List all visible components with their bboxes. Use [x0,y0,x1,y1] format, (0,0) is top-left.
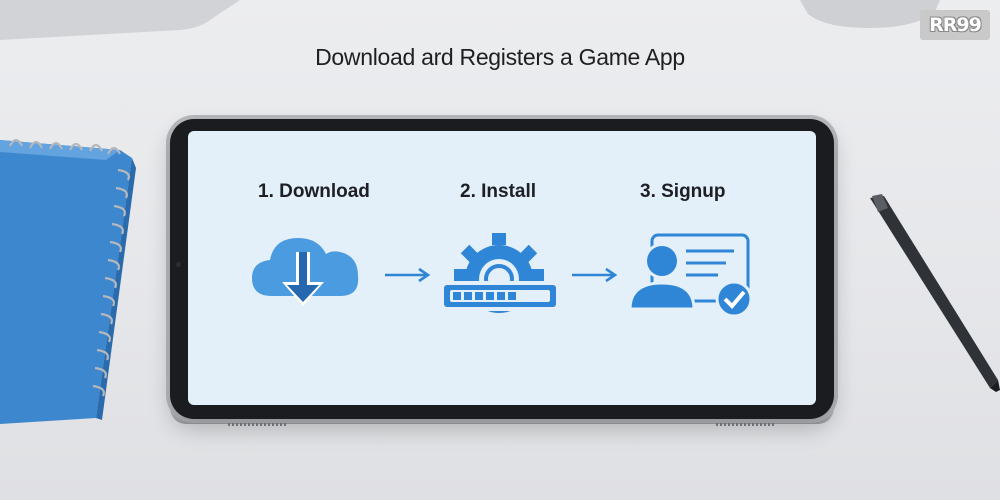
step-install-label: 2. Install [460,181,537,202]
page-title: Download ard Registers a Game App [315,44,685,70]
arrow-right-icon [572,267,618,283]
gear-progress-icon [442,233,558,313]
speaker-grille [716,423,776,426]
camera-dot [176,262,181,267]
cloud-download-icon [252,238,359,306]
brand-logo: RR99 [920,10,990,40]
pen [870,194,1000,392]
tablet-screen: 1. Download 2. Install 3. Signup [188,131,816,405]
tablet: 1. Download 2. Install 3. Signup [170,119,834,419]
step-signup-label: 3. Signup [640,181,726,202]
laptop-corner [0,0,240,40]
mug-base [800,0,940,28]
speaker-grille [228,423,288,426]
step-download-label: 1. Download [258,181,370,202]
user-profile-check-icon [628,233,753,318]
notebook [0,138,136,424]
arrow-right-icon [385,267,431,283]
